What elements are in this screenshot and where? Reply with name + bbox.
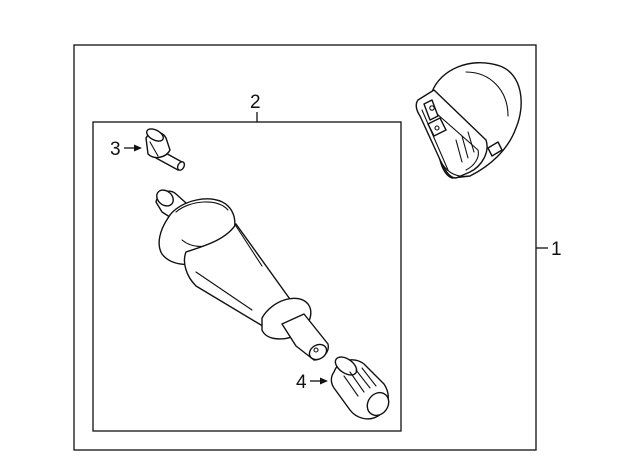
callout-1-label: 1: [551, 239, 562, 260]
callout-4-arrow: [310, 377, 328, 385]
callout-3-arrow: [124, 144, 142, 152]
valve-stem-part: [155, 189, 329, 361]
screw-part: [145, 128, 186, 171]
callout-2-label: 2: [250, 92, 261, 113]
valve-cap-part: [330, 356, 390, 420]
callout-3-label: 3: [110, 139, 121, 160]
callout-4-label: 4: [296, 372, 307, 393]
valve-kit-frame: [92, 121, 402, 432]
tpms-sensor-module: [415, 62, 522, 179]
